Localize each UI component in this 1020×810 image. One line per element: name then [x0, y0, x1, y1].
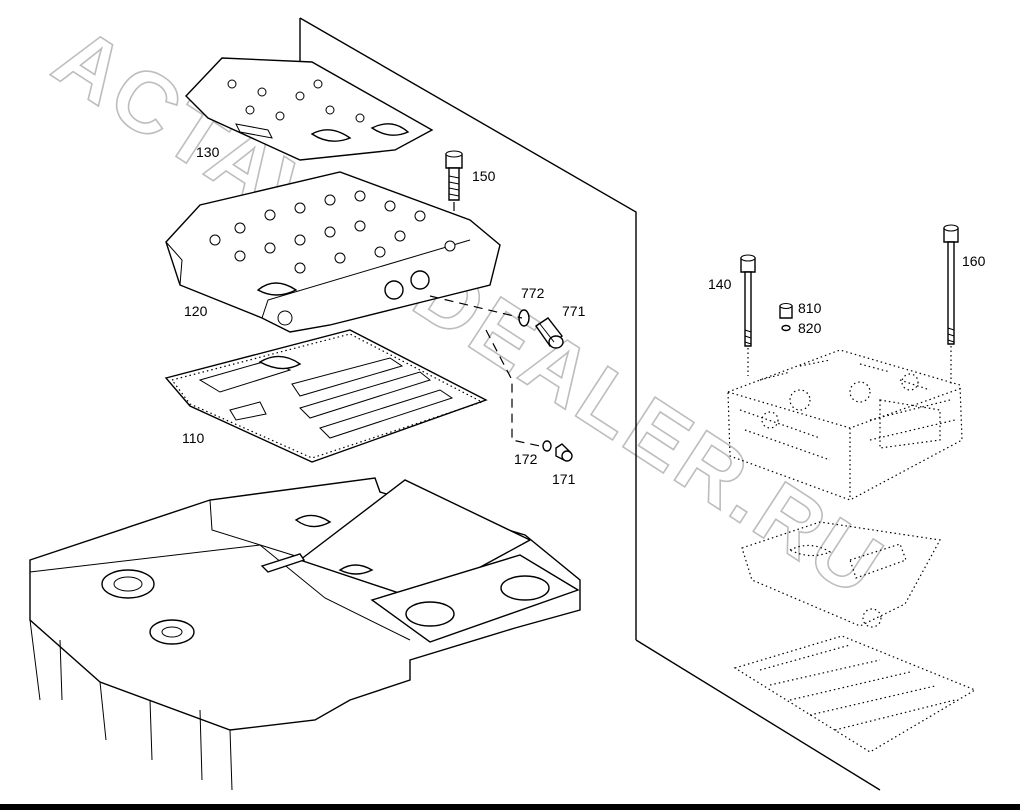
part-810-fitting [779, 303, 793, 319]
part-820-washer [781, 324, 791, 332]
bottom-border [0, 804, 1020, 810]
callout-810: 810 [798, 300, 822, 316]
callout-771: 771 [562, 303, 586, 319]
transmission-housing [29, 477, 581, 791]
callout-171: 171 [552, 471, 576, 487]
callout-820: 820 [798, 320, 822, 336]
callout-140: 140 [708, 276, 732, 292]
callout-150: 150 [472, 168, 496, 184]
plate-right-bottom [733, 635, 977, 753]
part-172-oring [542, 440, 552, 452]
part-772-oring [518, 309, 530, 327]
part-171-plug [555, 443, 573, 462]
part-150-bolt [445, 150, 463, 236]
part-130-plate [185, 57, 434, 161]
part-110-gasket [164, 329, 488, 463]
callout-110: 110 [182, 430, 205, 446]
part-160-bolt [943, 224, 959, 386]
callout-130: 130 [196, 144, 220, 160]
plate-right-middle [741, 521, 941, 628]
callout-772: 772 [521, 285, 545, 301]
callout-120: 120 [184, 303, 208, 319]
callout-172: 172 [514, 451, 538, 467]
valve-assembly-right [727, 349, 963, 501]
part-120-valve-body [165, 171, 501, 333]
part-140-bolt [740, 254, 756, 376]
callout-160: 160 [962, 253, 986, 269]
part-771-plug [535, 317, 564, 349]
